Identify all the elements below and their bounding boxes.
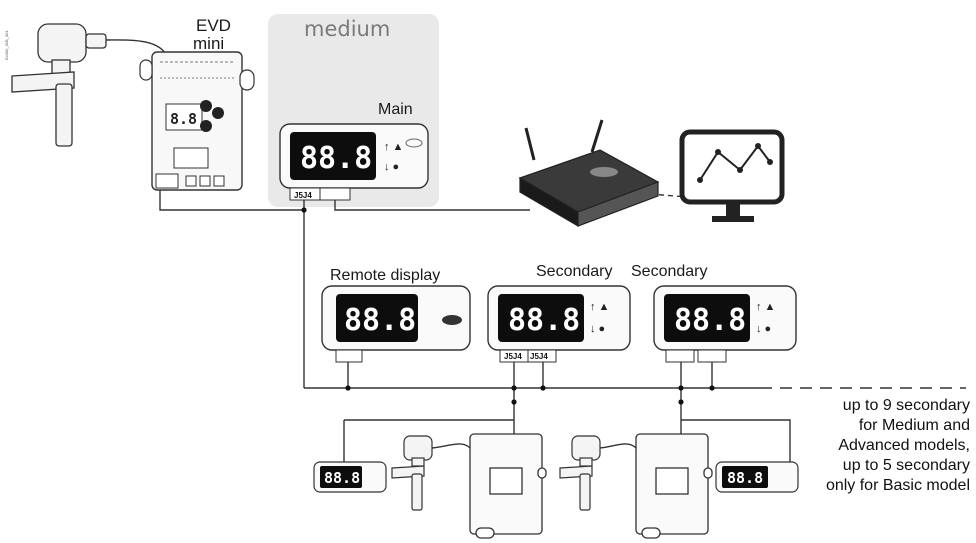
up-arrow-icon: ↑ ▲ (590, 301, 609, 313)
driver-module-1 (469, 433, 547, 539)
note-line: Advanced models, (838, 437, 970, 454)
down-arrow-icon: ↓ ● (384, 161, 399, 173)
main-display-unit: 88.8 ↑ ▲ ↓ ● J5J4 (279, 123, 429, 201)
evd-label-line2: mini (193, 34, 224, 53)
expansion-valve-icon (11, 23, 107, 147)
main-display-digits: 88.8 (300, 141, 372, 176)
image-code: Ec000_01B_001 (4, 30, 9, 60)
small-left-digits: 88.8 (324, 469, 360, 487)
secondary-1-port-label-b: J5J4 (530, 352, 548, 361)
valve-icon-1 (391, 435, 433, 511)
secondary-label-2: Secondary (631, 263, 708, 280)
gateway-router-icon (518, 119, 660, 228)
remote-display-unit: 88.8 (321, 285, 471, 363)
remote-display-label: Remote display (330, 267, 440, 284)
remote-display-digits: 88.8 (344, 303, 416, 338)
down-arrow-icon: ↓ ● (756, 323, 771, 335)
medium-title: medium (304, 17, 390, 41)
secondary-limit-note: up to 9 secondary for Medium and Advance… (760, 396, 970, 496)
evd-label-line1: EVD (196, 16, 231, 35)
up-arrow-icon: ↑ ▲ (756, 301, 775, 313)
secondary-label-1: Secondary (536, 263, 613, 280)
note-line: for Medium and (858, 417, 970, 434)
up-arrow-icon: ↑ ▲ (384, 141, 403, 153)
note-line: up to 9 secondary (842, 397, 970, 414)
small-display-left: 88.8 (313, 461, 387, 493)
secondary-2-digits: 88.8 (674, 303, 746, 338)
main-label: Main (378, 101, 413, 118)
main-port-label: J5J4 (294, 191, 312, 200)
monitor-icon (679, 129, 785, 222)
evd-display: 8.8 (170, 110, 197, 128)
small-right-digits: 88.8 (727, 469, 763, 487)
secondary-1-port-label: J5J4 (504, 352, 522, 361)
evd-mini-device: 8.8 (139, 51, 255, 191)
note-line: up to 5 secondary (842, 457, 970, 474)
small-display-right: 88.8 (715, 461, 799, 493)
note-line: only for Basic model (825, 477, 970, 494)
driver-module-2 (635, 433, 713, 539)
valve-icon-2 (559, 435, 601, 511)
down-arrow-icon: ↓ ● (590, 323, 605, 335)
secondary-1-digits: 88.8 (508, 303, 580, 338)
junction-dots (301, 207, 715, 405)
secondary-display-unit-1: 88.8 ↑ ▲ ↓ ● J5J4 J5J4 (487, 285, 631, 363)
secondary-display-unit-2: 88.8 ↑ ▲ ↓ ● (653, 285, 797, 363)
